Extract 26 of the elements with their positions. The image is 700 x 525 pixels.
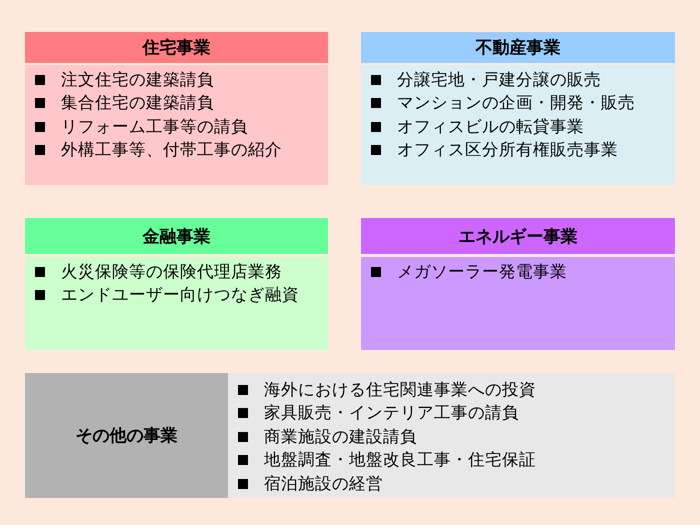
- list-item: マンションの企画・開発・販売: [397, 92, 635, 114]
- list-panel: [361, 65, 675, 185]
- list-item: 外構工事等、付帯工事の紹介: [61, 139, 282, 162]
- heading-band: その他の事業: [25, 373, 228, 498]
- list-item: 集合住宅の建築請負: [61, 92, 214, 114]
- list-item: 宿泊施設の経営: [264, 472, 383, 495]
- list-item: 地盤調査・地盤改良工事・住宅保証: [264, 449, 536, 472]
- list-item: オフィスビルの転貸事業: [397, 116, 584, 138]
- list-item: 家具販売・インテリア工事の請負: [264, 402, 519, 424]
- list-item: 火災保険等の保険代理店業務: [61, 260, 282, 283]
- list-item: メガソーラー発電事業: [397, 260, 567, 283]
- list-item: 商業施設の建設請負: [264, 426, 417, 448]
- list-panel: [25, 65, 328, 185]
- list-item: 海外における住宅関連事業への投資: [264, 378, 536, 401]
- list-panel: [228, 373, 675, 498]
- list-panel: [25, 257, 328, 350]
- list-item: 注文住宅の建築請負: [61, 68, 214, 91]
- heading-band: エネルギー事業: [361, 218, 675, 254]
- heading-band: 住宅事業: [25, 32, 328, 63]
- list-item: オフィス区分所有権販売事業: [397, 139, 618, 162]
- list-panel: [361, 257, 675, 350]
- list-item: エンドユーザー向けつなぎ融資: [61, 284, 299, 306]
- list-item: 分譲宅地・戸建分譲の販売: [397, 68, 601, 91]
- list-item: リフォーム工事等の請負: [61, 116, 248, 138]
- heading-band: 不動産事業: [361, 32, 675, 63]
- heading-band: 金融事業: [25, 218, 328, 254]
